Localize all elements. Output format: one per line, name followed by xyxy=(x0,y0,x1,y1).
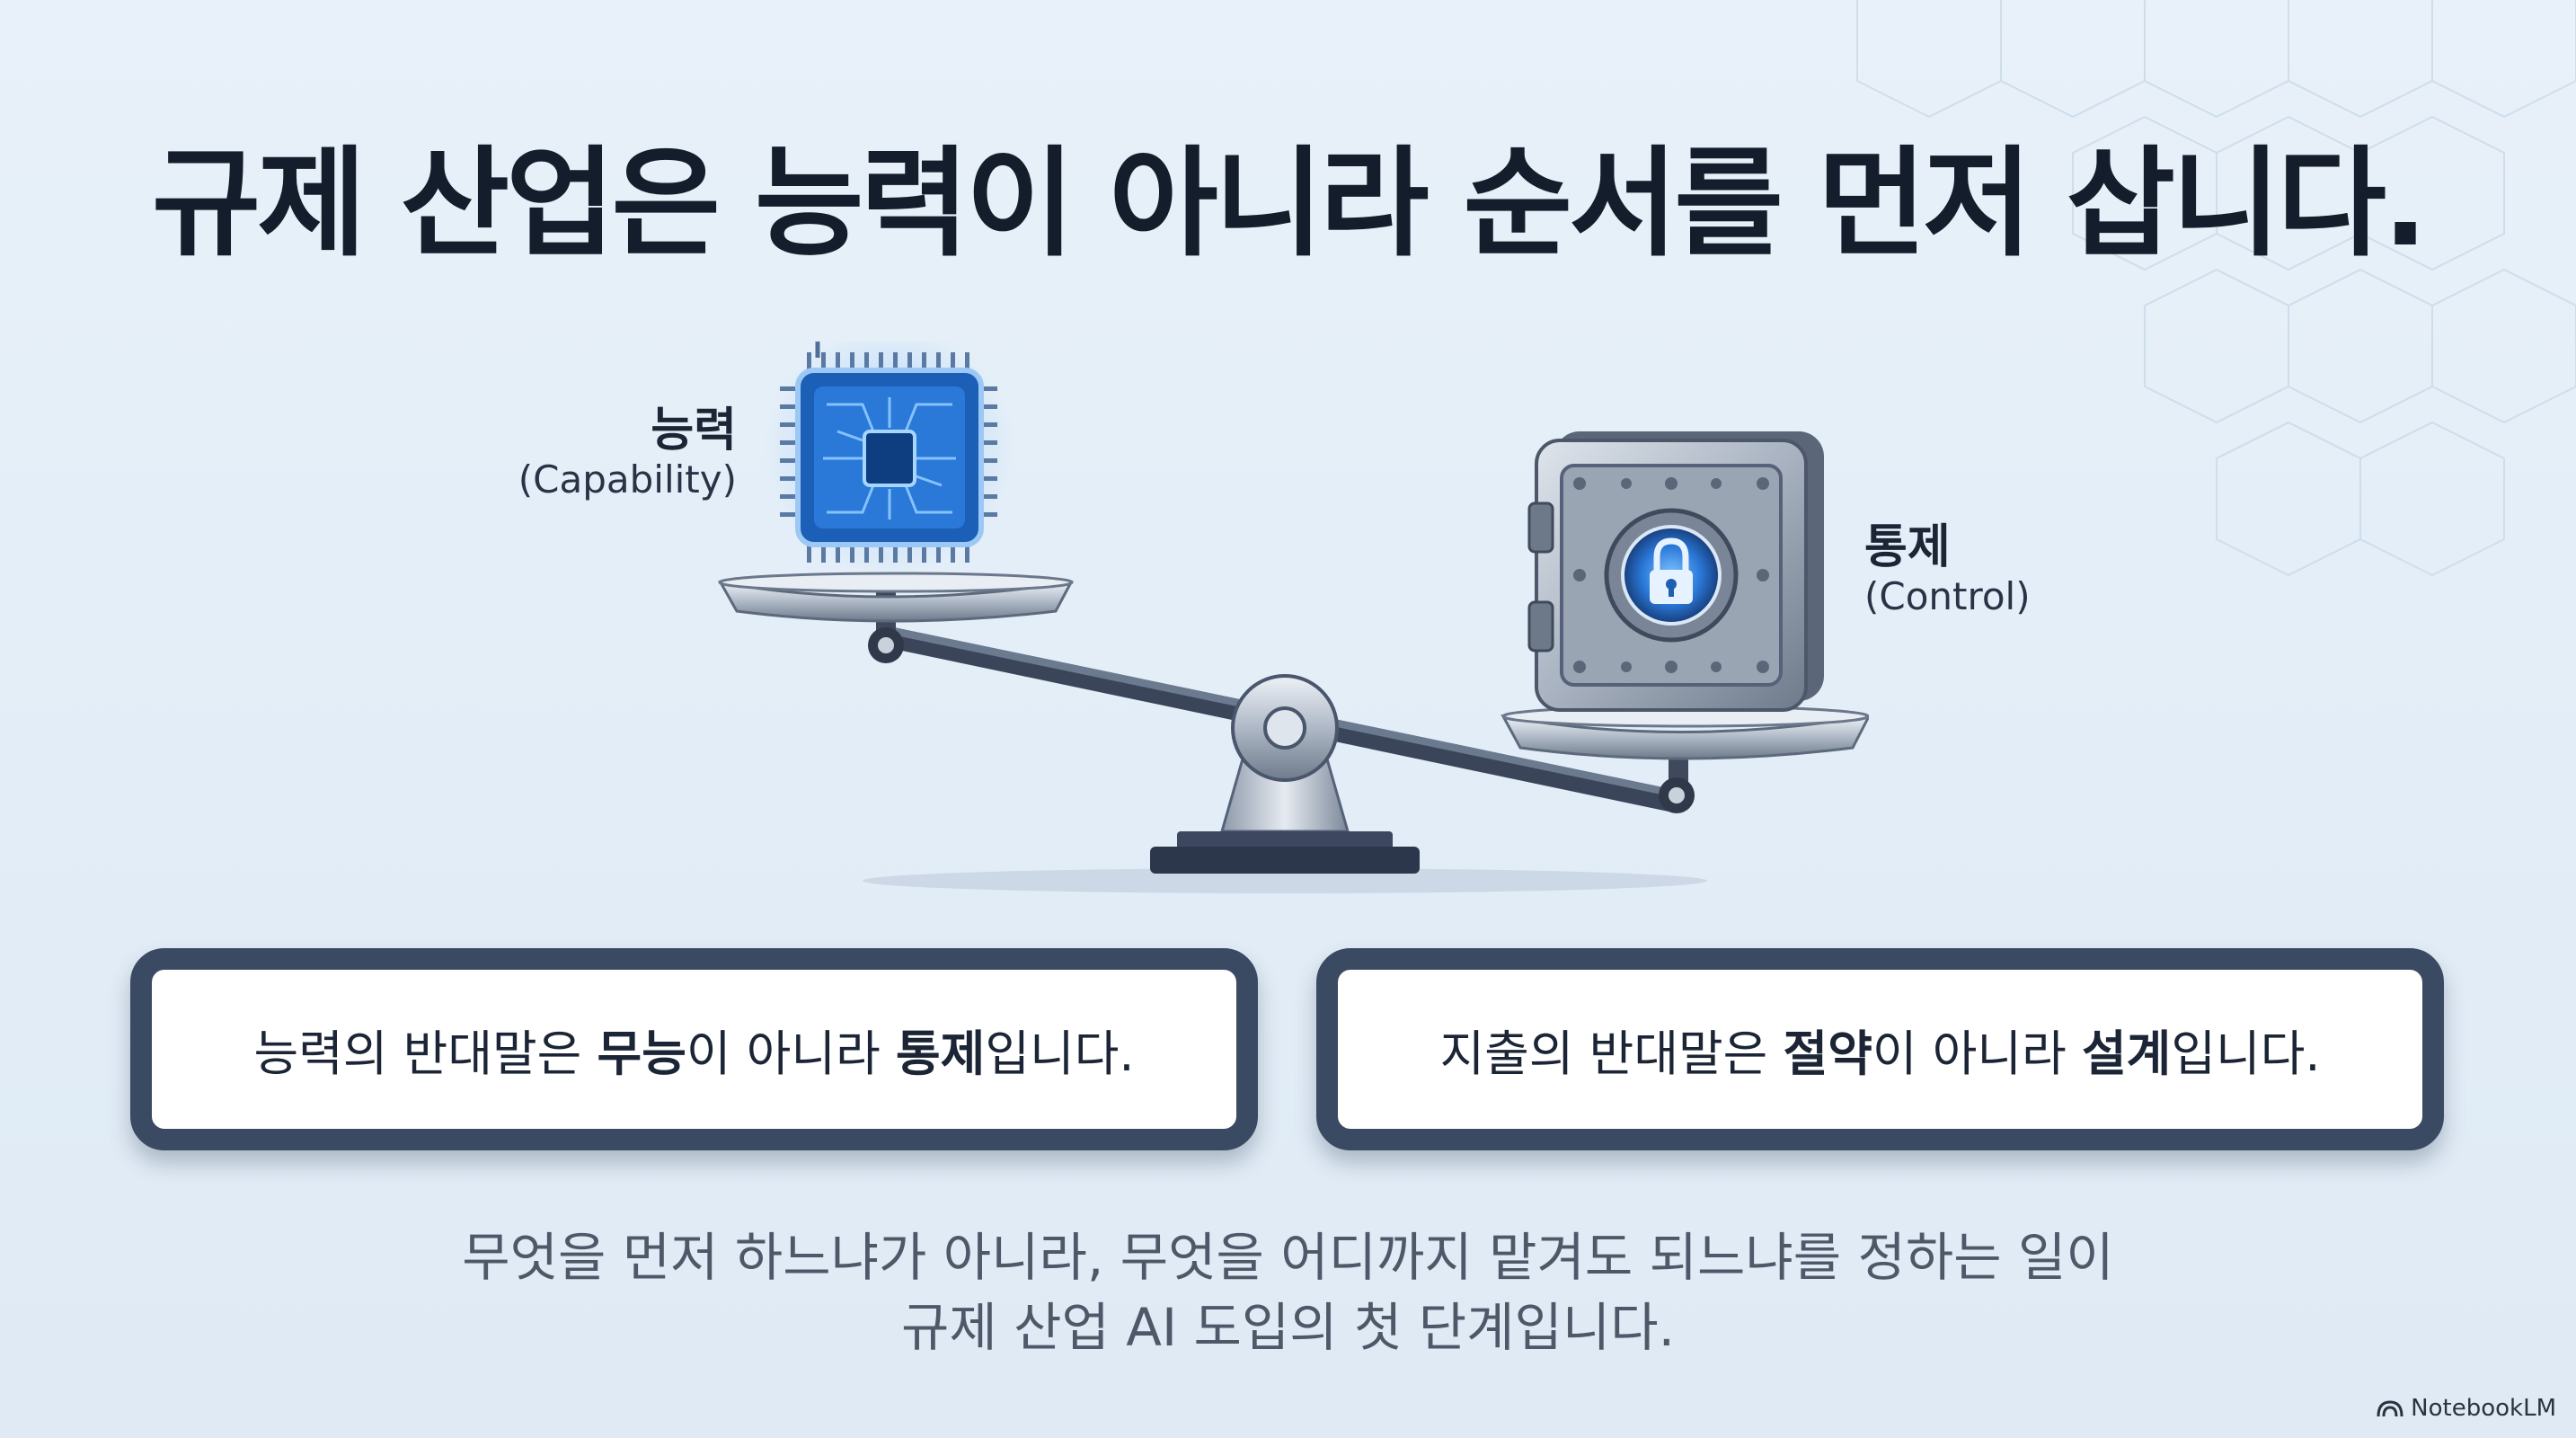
card-text: 지출의 반대말은 절약이 아니라 설계입니다. xyxy=(1439,1014,2320,1085)
balance-scale-illustration xyxy=(718,342,1869,893)
control-label-english: (Control) xyxy=(1864,573,2031,618)
scale-fulcrum xyxy=(1150,674,1420,874)
control-label-korean: 통제 xyxy=(1864,520,1951,574)
card-text-part: 입니다. xyxy=(985,1025,1135,1082)
page-title: 규제 산업은 능력이 아니라 순서를 먼저 삽니다. xyxy=(151,135,2428,273)
capability-label-korean: 능력 xyxy=(651,404,737,457)
control-label: 통제 (Control) xyxy=(1864,520,2170,618)
spending-statement-card: 지출의 반대말은 절약이 아니라 설계입니다. xyxy=(1316,948,2444,1150)
capability-statement-card: 능력의 반대말은 무능이 아니라 통제입니다. xyxy=(130,948,1258,1150)
card-emphasis: 통제 xyxy=(895,1025,986,1082)
summary-line-1: 무엇을 먼저 하느냐가 아니라, 무엇을 어디까지 맡겨도 되느냐를 정하는 일… xyxy=(462,1227,2114,1288)
card-text-part: 능력의 반대말은 xyxy=(253,1025,598,1082)
left-scale-pan xyxy=(718,572,1074,663)
card-text-part: 이 아니라 xyxy=(686,1025,896,1082)
capability-label: 능력 (Capability) xyxy=(467,404,737,502)
brand-name: NotebookLM xyxy=(2411,1395,2556,1422)
capability-label-english: (Capability) xyxy=(518,457,737,502)
microchip-icon xyxy=(764,342,1015,575)
card-text-part: 지출의 반대말은 xyxy=(1439,1025,1784,1082)
hexagon-pattern-background xyxy=(1856,0,2576,577)
card-emphasis: 절약 xyxy=(1783,1025,1872,1082)
card-text-part: 이 아니라 xyxy=(1872,1025,2082,1082)
card-emphasis: 무능 xyxy=(597,1025,686,1082)
card-emphasis: 설계 xyxy=(2081,1025,2172,1082)
card-text: 능력의 반대말은 무능이 아니라 통제입니다. xyxy=(253,1014,1134,1085)
summary-text: 무엇을 먼저 하느냐가 아니라, 무엇을 어디까지 맡겨도 되느냐를 정하는 일… xyxy=(0,1222,2576,1363)
vault-safe-icon xyxy=(1527,431,1824,712)
right-scale-pan xyxy=(1500,705,1869,813)
notebooklm-logo-icon xyxy=(2377,1400,2403,1417)
card-text-part: 입니다. xyxy=(2171,1025,2321,1082)
summary-line-2: 규제 산업 AI 도입의 첫 단계입니다. xyxy=(900,1297,1676,1358)
brand-watermark: NotebookLM xyxy=(2377,1395,2556,1422)
